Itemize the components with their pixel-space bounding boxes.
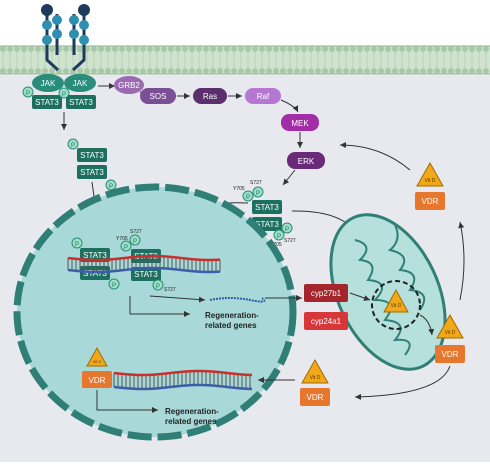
svg-text:STAT3: STAT3 bbox=[80, 168, 104, 177]
svg-text:Vit D: Vit D bbox=[445, 330, 456, 336]
jak-left-label: JAK bbox=[41, 79, 56, 88]
svg-text:P: P bbox=[71, 143, 75, 149]
svg-text:STAT3: STAT3 bbox=[83, 269, 107, 278]
sos-label: SOS bbox=[150, 92, 167, 101]
svg-text:Vit D: Vit D bbox=[93, 359, 102, 364]
svg-text:STAT3: STAT3 bbox=[83, 251, 107, 260]
svg-text:P: P bbox=[109, 184, 113, 190]
erk-node bbox=[287, 152, 325, 169]
regen-genes-bottom-line1: Regeneration- bbox=[165, 407, 219, 416]
svg-text:S727: S727 bbox=[284, 238, 296, 244]
jak-right-label: JAK bbox=[73, 79, 88, 88]
mapk-cascade: GRB2 SOS Ras Raf MEK ERK bbox=[98, 76, 325, 186]
mitochondrion: Vit D bbox=[329, 213, 447, 371]
mrna-transcript bbox=[209, 297, 266, 303]
vitd-triangle-nuclear bbox=[86, 346, 108, 367]
svg-text:P: P bbox=[26, 91, 30, 97]
svg-text:Vit D: Vit D bbox=[425, 178, 436, 184]
svg-text:VDR: VDR bbox=[442, 350, 459, 359]
cell-membrane bbox=[0, 45, 490, 75]
svg-text:P: P bbox=[285, 227, 289, 233]
ras-label: Ras bbox=[203, 92, 217, 101]
jak-stat-complex: JAK JAK STAT3 STAT3 P P bbox=[22, 74, 96, 109]
dna-strand-stat3 bbox=[67, 254, 221, 274]
site-s727-label: S727 bbox=[250, 180, 262, 186]
cyp-enzymes: cyp27b1 cyp24a1 bbox=[265, 284, 371, 330]
svg-text:P: P bbox=[62, 92, 66, 98]
svg-text:P: P bbox=[75, 242, 79, 248]
vdr-complex-right-mid: Vit D VDR bbox=[354, 313, 465, 400]
phospho-jak-left bbox=[22, 86, 34, 98]
regen-genes-top-line2: related genes bbox=[205, 321, 257, 330]
cyp27b1-box bbox=[304, 284, 348, 302]
site-y705-label: Y705 bbox=[233, 186, 245, 192]
vdr-nuclear-complex: Vit D VDR Regeneration- related genes bbox=[82, 346, 219, 426]
svg-text:P: P bbox=[277, 234, 281, 240]
svg-text:Vit D: Vit D bbox=[391, 303, 402, 309]
cyp24a1-box bbox=[304, 312, 348, 330]
raf-label: Raf bbox=[257, 92, 270, 101]
svg-text:P: P bbox=[156, 284, 160, 290]
stat3-membrane-right bbox=[66, 95, 96, 109]
vdr-complex-bottom: Vit D VDR bbox=[258, 358, 330, 406]
svg-text:Y705: Y705 bbox=[116, 236, 128, 242]
jak-left bbox=[32, 74, 64, 92]
stat3-cytoplasm-dimer: P STAT3 STAT3 P bbox=[61, 112, 117, 226]
grb2-node bbox=[114, 76, 144, 94]
svg-text:STAT3: STAT3 bbox=[80, 151, 104, 160]
phospho-jak-right bbox=[58, 87, 70, 99]
svg-text:P: P bbox=[246, 195, 250, 201]
ras-node bbox=[193, 88, 227, 104]
stat3-nuclear-dimers: P STAT3 STAT3 P S727 Y705 P P STAT3 STAT… bbox=[71, 229, 176, 293]
svg-text:P: P bbox=[256, 191, 260, 197]
svg-text:P: P bbox=[112, 283, 116, 289]
dna-strand-vdr bbox=[113, 369, 253, 391]
regen-genes-top-line1: Regeneration- bbox=[205, 311, 259, 320]
svg-text:STAT3: STAT3 bbox=[255, 220, 279, 229]
cyp27b1-label: cyp27b1 bbox=[311, 289, 342, 298]
svg-text:P: P bbox=[133, 239, 137, 245]
vdr-nuclear bbox=[82, 371, 112, 388]
svg-text:VDR: VDR bbox=[422, 197, 439, 206]
svg-text:S727: S727 bbox=[130, 229, 142, 235]
mek-label: MEK bbox=[291, 119, 309, 128]
vdr-complex-right-top: Vit D VDR bbox=[339, 142, 465, 301]
raf-node bbox=[245, 88, 281, 104]
svg-text:Y705: Y705 bbox=[270, 242, 282, 248]
cyp24a1-label: cyp24a1 bbox=[311, 317, 342, 326]
svg-text:P: P bbox=[124, 245, 128, 251]
stat3-membrane-left-label: STAT3 bbox=[35, 98, 59, 107]
vdr-nuclear-label: VDR bbox=[89, 376, 106, 385]
svg-text:STAT3: STAT3 bbox=[134, 270, 158, 279]
svg-text:Vit D: Vit D bbox=[310, 375, 321, 381]
sos-node bbox=[140, 88, 176, 104]
regen-genes-bottom-line2: related genes bbox=[165, 417, 217, 426]
stat3-membrane-right-label: STAT3 bbox=[69, 98, 93, 107]
cytokine-receptor bbox=[41, 4, 90, 72]
svg-text:VDR: VDR bbox=[307, 393, 324, 402]
svg-text:S727: S727 bbox=[164, 287, 176, 293]
jak-right bbox=[64, 74, 96, 92]
mek-node bbox=[281, 114, 319, 131]
stat3-membrane-left bbox=[32, 95, 62, 109]
grb2-label: GRB2 bbox=[118, 81, 140, 90]
regen-genes-top: Regeneration- related genes bbox=[129, 295, 259, 330]
vitd-triangle-mito bbox=[383, 288, 409, 313]
erk-label: ERK bbox=[298, 157, 315, 166]
svg-text:STAT3: STAT3 bbox=[255, 203, 279, 212]
